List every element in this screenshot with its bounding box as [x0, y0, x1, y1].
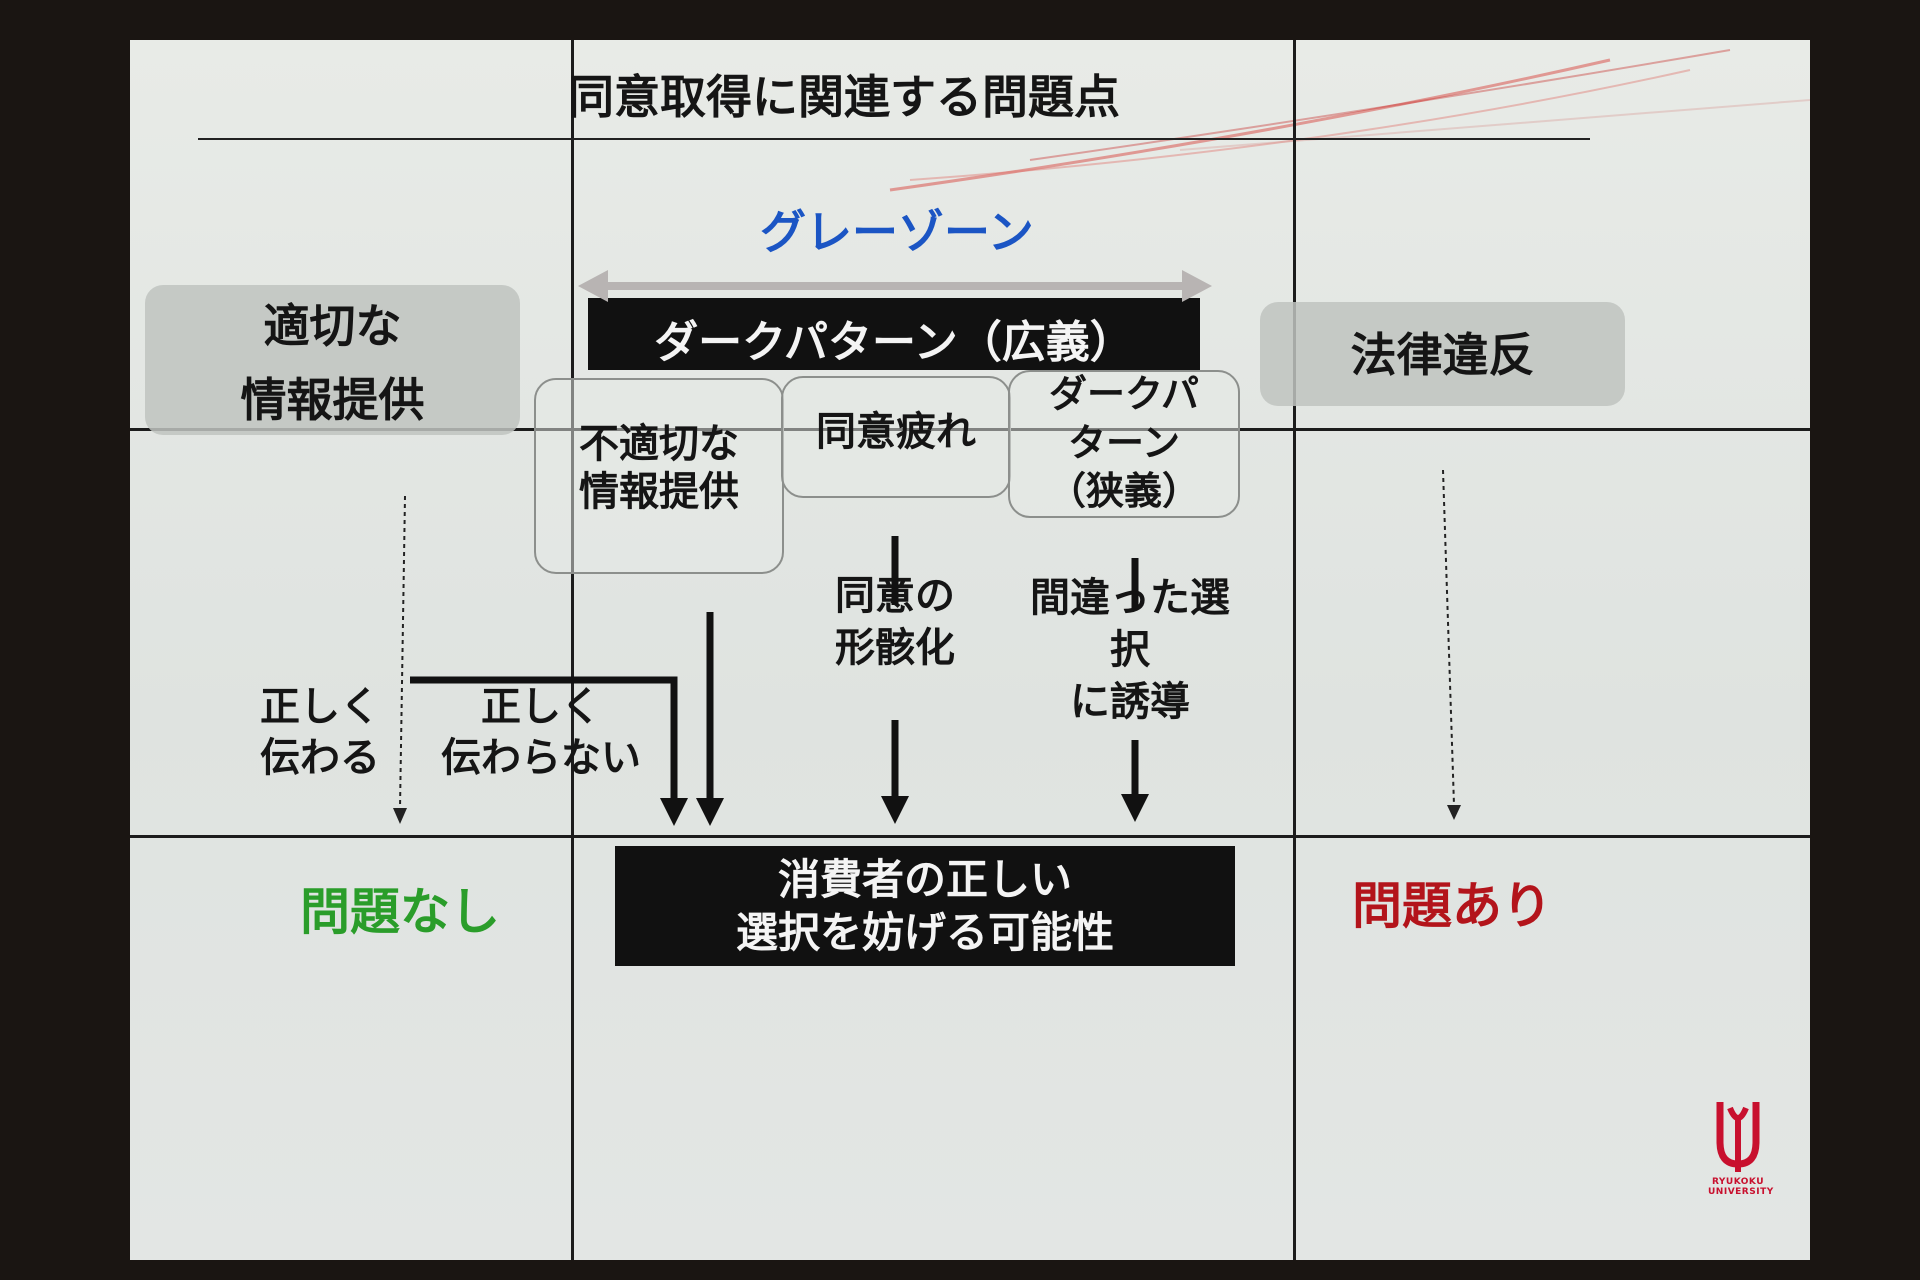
gray-zone-range-arrow: [578, 270, 1212, 302]
consumer-choice-outcome-box: 消費者の正しい 選択を妨げる可能性: [615, 846, 1235, 966]
consent-fatigue-label: 同意疲れ: [816, 409, 976, 455]
left-dotted-arrow: [393, 495, 407, 824]
dark-pattern-narrow-label: ダークパ ターン （狭義）: [1047, 372, 1200, 514]
not-conveyed-correctly-label: 正しく 伝わらない: [441, 684, 641, 782]
slide-title: 同意取得に関連する問題点: [568, 70, 1120, 124]
ryukoku-emblem-icon: [1716, 1102, 1760, 1172]
induce-wrong-choice-label: 間違った選 択 に誘導: [1030, 575, 1230, 725]
appropriate-info-label: 適切な 情報提供: [240, 299, 425, 427]
title-underline: [198, 138, 1590, 140]
right-dotted-arrow: [1442, 469, 1461, 820]
no-problem-label: 問題なし: [300, 883, 500, 941]
panel-seam-horizontal-2: [130, 835, 1810, 838]
inappropriate-info-label: 不適切な 情報提供: [579, 421, 739, 515]
appropriate-info-box: [145, 285, 520, 435]
consent-fatigue-arrow: [881, 536, 909, 824]
inappropriate-info-box: 不適切な 情報提供: [534, 378, 784, 574]
ryukoku-university-logo: RYUKOKU UNIVERSITY: [1708, 1098, 1774, 1208]
panel-seam-vertical-2: [1293, 40, 1296, 1260]
panel-seam-vertical-1: [571, 40, 574, 1260]
dark-pattern-narrow-box: ダークパ ターン （狭義）: [1008, 370, 1240, 518]
gray-zone-label: グレーゾーン: [760, 205, 1034, 259]
dark-pattern-broad-label: ダークパターン（広義）: [654, 317, 1134, 368]
elbow-connector-arrow: [410, 676, 688, 826]
decorative-streaks: [889, 49, 1810, 192]
inappropriate-info-arrow: [696, 612, 724, 826]
consumer-choice-outcome-label: 消費者の正しい 選択を妨げる可能性: [735, 855, 1114, 957]
conveyed-correctly-label: 正しく 伝わる: [260, 684, 380, 782]
ryukoku-wordmark: RYUKOKU UNIVERSITY: [1708, 1177, 1774, 1197]
problem-label: 問題あり: [1352, 877, 1552, 935]
arrows-layer: [393, 270, 1461, 826]
dark-pattern-broad-bar: ダークパターン（広義）: [588, 298, 1200, 370]
law-violation-box: [1260, 302, 1625, 406]
consent-fatigue-box: 同意疲れ: [781, 376, 1011, 498]
projection-screen: 同意取得に関連する問題点 グレーゾーン 適切な 情報提供 法律違反 ダークパター…: [130, 40, 1810, 1260]
law-violation-label: 法律違反: [1350, 328, 1535, 382]
dark-pattern-narrow-arrow: [1121, 558, 1149, 822]
